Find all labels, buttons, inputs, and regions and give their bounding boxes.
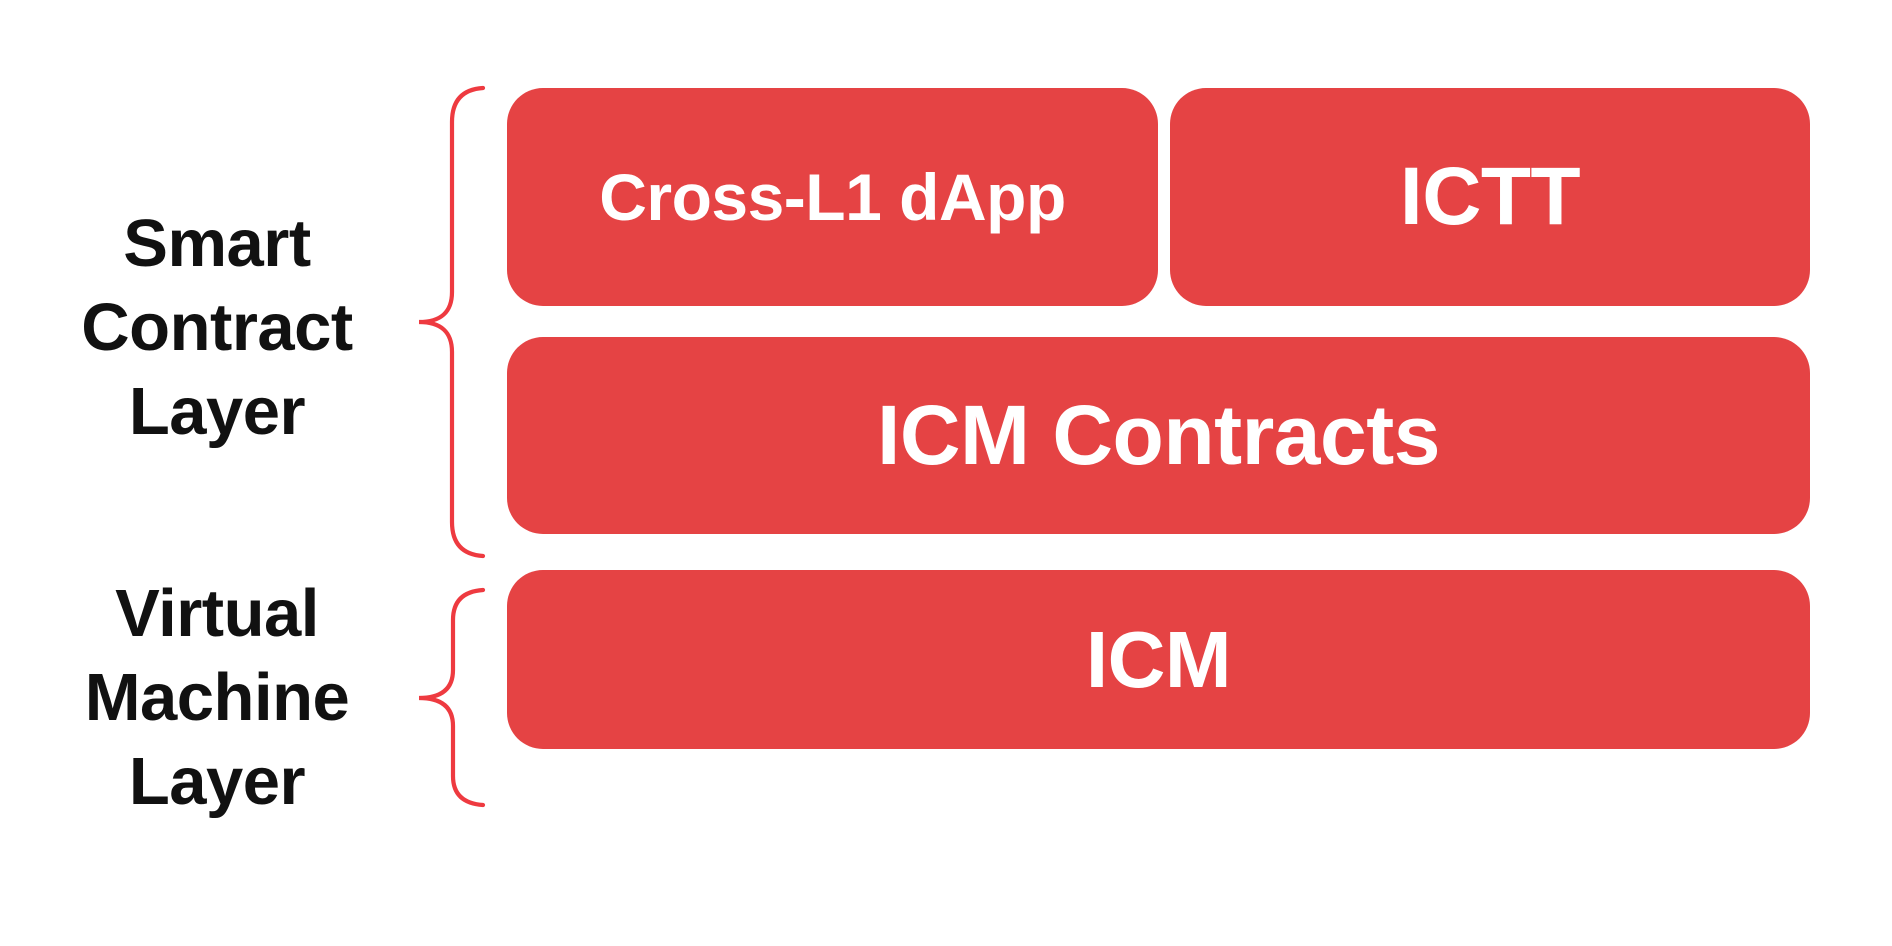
- label-line: Layer: [128, 744, 306, 819]
- curly-brace-smart-contract-icon: [418, 85, 486, 559]
- box-cross-l1-dapp: Cross-L1 dApp: [507, 88, 1158, 306]
- label-line: Machine: [84, 660, 350, 735]
- label-line: Layer: [128, 374, 306, 449]
- label-smart-contract-layer: Smart Contract Layer: [30, 202, 404, 454]
- box-icm: ICM: [507, 570, 1810, 749]
- label-line: Contract: [81, 290, 353, 365]
- box-ictt: ICTT: [1170, 88, 1810, 306]
- label-line: Virtual: [115, 576, 319, 651]
- label-line: Smart: [123, 206, 311, 281]
- box-icm-label: ICM: [1085, 614, 1232, 704]
- box-cross-l1-dapp-label: Cross-L1 dApp: [599, 160, 1066, 234]
- box-ictt-label: ICTT: [1399, 151, 1581, 242]
- box-icm-contracts-label: ICM Contracts: [877, 388, 1440, 482]
- curly-brace-virtual-machine-icon: [418, 587, 486, 808]
- box-icm-contracts: ICM Contracts: [507, 337, 1810, 534]
- label-virtual-machine-layer: Virtual Machine Layer: [30, 572, 404, 824]
